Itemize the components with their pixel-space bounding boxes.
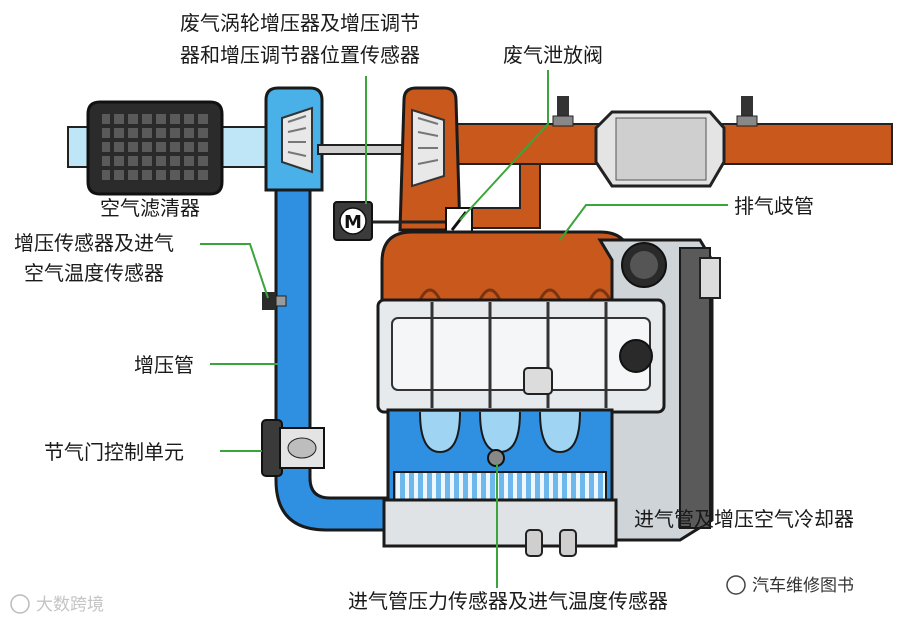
actuator-badge	[339, 207, 367, 235]
actuator-letter: M	[344, 212, 362, 233]
label-turbocharger-line1: 废气涡轮增压器及增压调节	[180, 11, 420, 35]
cylinder-head	[376, 298, 666, 414]
watermark-left-text: 大数跨境	[36, 595, 104, 615]
catalytic-converter	[594, 110, 726, 188]
exhaust-pipe	[447, 123, 893, 229]
exhaust-manifold-shape	[380, 230, 632, 312]
oxygen-sensor-rear	[736, 96, 758, 127]
boost-pressure-sensor	[262, 292, 287, 310]
label-air-filter: 空气滤清器	[100, 196, 200, 220]
label-throttle-control-unit: 节气门控制单元	[44, 440, 184, 464]
oxygen-sensor-front	[552, 96, 574, 127]
label-boost-sensor-line2: 空气温度传感器	[24, 261, 164, 285]
label-exhaust-manifold: 排气歧管	[734, 194, 814, 218]
leader-lines	[200, 70, 728, 588]
label-boost-sensor-line1: 增压传感器及进气	[14, 231, 174, 255]
intake-manifold	[382, 408, 618, 557]
label-map-sensor: 进气管压力传感器及进气温度传感器	[348, 589, 668, 613]
label-wastegate: 废气泄放阀	[503, 43, 603, 67]
label-boost-pipe: 增压管	[134, 353, 194, 377]
label-intake-manifold-cooler: 进气管及增压空气冷却器	[634, 507, 854, 531]
turbine-housing	[398, 86, 462, 232]
label-turbocharger-line2: 器和增压调节器位置传感器	[180, 43, 420, 67]
throttle-body	[261, 419, 325, 477]
watermark-right-text: 汽车维修图书	[752, 576, 854, 596]
watermark-left: 大数跨境	[10, 594, 104, 615]
watermark-right: 汽车维修图书	[726, 575, 854, 596]
compressor-housing	[264, 86, 324, 192]
air-filter	[86, 100, 224, 196]
